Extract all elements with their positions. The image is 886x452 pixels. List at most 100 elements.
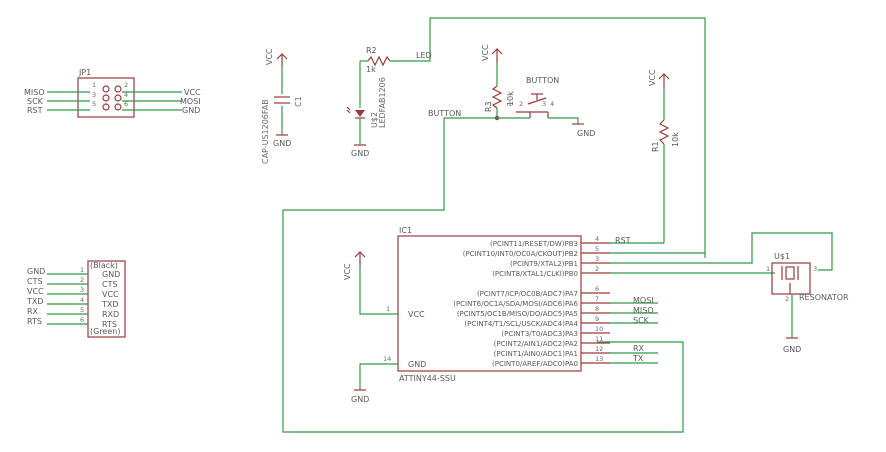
r3-value: 10k (506, 91, 515, 106)
ic1-pin-num-3: 3 (595, 255, 599, 263)
ic1-pin-num-8: 8 (595, 305, 599, 313)
ic1-pin-label-pa6: (PCINT6/OC1A/SDA/MOSI/ADC6)PA6 (453, 300, 578, 308)
button-name: BUTTON (526, 76, 559, 85)
ftdi-pin-2: 2 (80, 276, 84, 284)
ftdi-connector: (Black) (Green) GND CTS VCC TXD RX RTS 1… (26, 260, 126, 338)
ftdi-net-rx: RX (27, 307, 39, 316)
ic1-pin-num-2: 2 (595, 265, 599, 273)
ic1-net-miso: MISO (633, 306, 654, 315)
ftdi-pin-4: 4 (80, 296, 84, 304)
ic1-pin-label-pa0: (PCINT0/AREF/ADC0)PA0 (492, 360, 578, 368)
ic1-pin-label-pa7: (PCINT7/ICP/OC0B/ADC7)PA7 (477, 290, 578, 298)
cap-value: CAP-US1206FAB (261, 99, 270, 164)
jp1-pin-6: 6 (124, 100, 128, 108)
button-gnd-label: GND (577, 129, 595, 138)
ic1-net-mosi: MOSI (633, 296, 654, 305)
ic1-pin-label-pb2: (PCINT10/INT0/OC0A/CKOUT)PB2 (463, 250, 578, 258)
jp1-label-mosi: MOSI (180, 97, 201, 106)
ftdi-pin-label-rxd: RXD (102, 310, 119, 319)
jp1-body (77, 77, 135, 118)
ftdi-pin-5: 5 (80, 306, 84, 314)
ftdi-net-cts: CTS (27, 277, 43, 286)
button-pin-4: 4 (550, 100, 554, 108)
ic1-vcc-pin-num: 1 (386, 305, 390, 313)
ic1-vcc-label: VCC (408, 310, 425, 319)
button-pin-3: 3 (542, 100, 546, 108)
ic1-pin-label-pa3: (PCINT3/T0/ADC3)PA3 (501, 330, 578, 338)
ic1-net-rst: RST (615, 236, 631, 245)
ftdi-pin-6: 6 (80, 316, 84, 324)
ftdi-net-vcc: VCC (27, 287, 44, 296)
ftdi-top-label: (Black) (90, 261, 118, 270)
ic1-right-pins (581, 242, 610, 364)
cap-gnd-label: GND (273, 139, 291, 148)
ftdi-pin-label-rts: RTS (102, 320, 117, 329)
ic1-pin-num-10: 10 (595, 325, 603, 333)
jp1-label-miso: MISO (24, 88, 45, 97)
r2-name: R2 (366, 46, 377, 55)
r1-value: 10k (671, 132, 680, 147)
jp1-pin-1: 1 (92, 81, 96, 89)
ftdi-pin-1: 1 (80, 266, 84, 274)
ic1-pin-label-pa5: (PCINT5/OC1B/MISO/DO/ADC5)PA5 (457, 310, 578, 318)
button-circuit: VCC R3 10k BUTTON BUTTON 1 2 3 4 GND (282, 44, 684, 433)
capacitor-c1: VCC GND C1 CAP-US1206FAB (261, 48, 303, 164)
resonator-pin-1: 1 (766, 265, 770, 273)
jp1-label-vcc: VCC (184, 88, 201, 97)
ftdi-pin-3: 3 (80, 286, 84, 294)
jp1-pin-2: 2 (124, 81, 128, 89)
ic1-gnd-label: GND (408, 360, 426, 369)
resonator-body (771, 262, 811, 295)
ic1-name: IC1 (399, 226, 412, 235)
ic1-attiny44: IC1 ATTINY44-SSU VCC 1 VCC GND 14 GND (343, 226, 833, 404)
jp1-pin-5: 5 (92, 100, 96, 108)
ftdi-pin-label-txd: TXD (101, 300, 119, 309)
ic1-pin-label-pb0: (PCINT8/XTAL1/CLKI)PB0 (492, 270, 578, 278)
ic1-pin-num-13: 13 (595, 355, 603, 363)
ic1-pin-num-4: 4 (595, 235, 599, 243)
ic1-net-tx: TX (632, 354, 644, 363)
ftdi-pin-label-cts: CTS (102, 280, 118, 289)
ftdi-pin-label-vcc: VCC (102, 290, 119, 299)
ftdi-body (87, 260, 126, 338)
ic1-gnd-pin-num: 14 (383, 355, 391, 363)
r3-name: R3 (484, 101, 493, 112)
ftdi-net-gnd: GND (27, 267, 45, 276)
jp1-label-rst: RST (27, 106, 43, 115)
ic1-net-sck: SCK (633, 316, 650, 325)
led-circuit: R2 1k LED GND U$2 LEDFAB1206 (346, 17, 706, 258)
ftdi-bottom-label: (Green) (90, 327, 120, 336)
cap-name: C1 (294, 96, 303, 107)
ic1-part: ATTINY44-SSU (399, 374, 456, 383)
button-net-label: BUTTON (428, 109, 461, 118)
button-pin-2: 2 (519, 100, 523, 108)
resonator-pin-2: 2 (785, 295, 789, 303)
cap-vcc-label: VCC (265, 48, 274, 65)
jp1-label-sck: SCK (27, 97, 44, 106)
jp1-header: JP1 1 3 5 2 4 6 MISO SCK RST VCC MOSI GN… (24, 68, 201, 118)
jp1-name: JP1 (78, 68, 91, 77)
led-gnd-label: GND (351, 149, 369, 158)
ic1-pin-num-12: 12 (595, 345, 603, 353)
ic1-pin-label-pb3: (PCINT11/RESET/DW)PB3 (490, 240, 578, 248)
ic1-pin-label-pa4: (PCINT4/T1/SCL/USCK/ADC4)PA4 (464, 320, 578, 328)
ic1-pin-label-pa1: (PCINT1/AIN0/ADC1)PA1 (494, 350, 578, 358)
resonator-u1: U$1 1 3 2 GND RESONATOR (766, 252, 849, 354)
ic1-pin-label-pb1: (PCINT9/XTAL2)PB1 (510, 260, 578, 268)
ic1-pin-num-7: 7 (595, 295, 599, 303)
led-name: U$2 (370, 112, 379, 128)
ftdi-net-txd: TXD (26, 297, 44, 306)
ic1-ext-vcc-label: VCC (343, 263, 352, 280)
led-net-label: LED (416, 51, 432, 60)
resonator-pin-3: 3 (813, 265, 817, 273)
r2-value: 1k (366, 65, 376, 74)
r1-name: R1 (651, 141, 660, 152)
resistor-r1: VCC R1 10k (648, 69, 680, 243)
ftdi-net-rts: RTS (27, 317, 42, 326)
button-vcc-label: VCC (481, 44, 490, 61)
button-pin-1: 1 (508, 100, 512, 108)
ic1-pin-num-9: 9 (595, 315, 599, 323)
led-value: LEDFAB1206 (378, 77, 387, 128)
ic1-net-rx: RX (633, 344, 645, 353)
